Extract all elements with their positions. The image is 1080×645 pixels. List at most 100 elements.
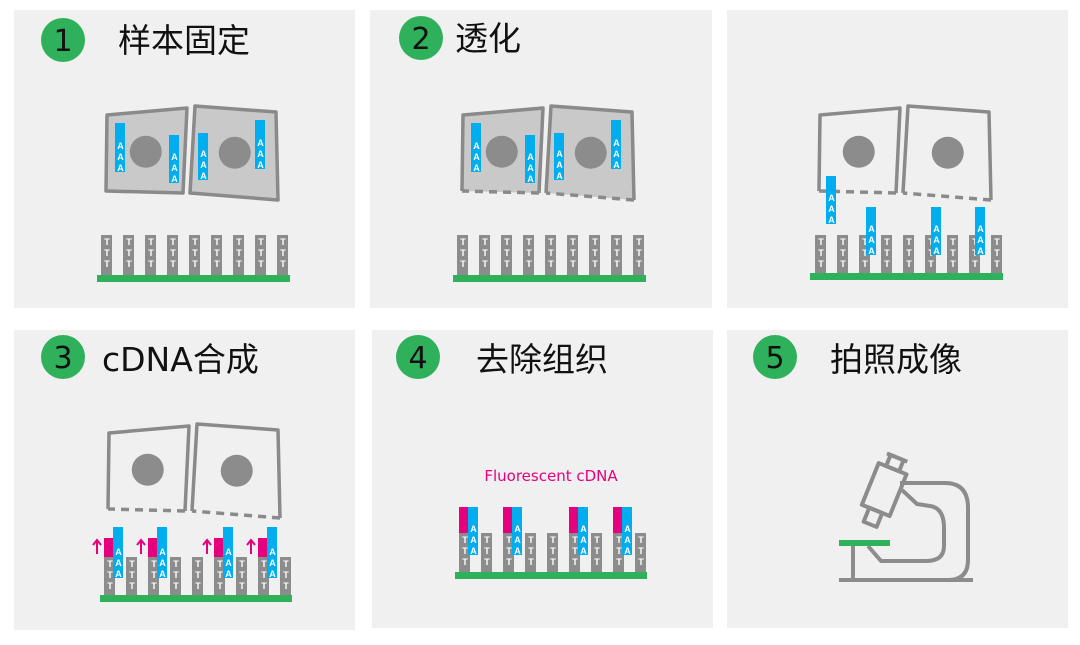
cell-nucleus [574, 136, 607, 169]
oligo-dt-label: TTT [502, 237, 512, 270]
oligo-dt-label-box: TTT [458, 237, 468, 270]
capture-probe [148, 557, 159, 595]
polya-label: AAA [255, 138, 266, 171]
oligo-dt-label: TTT [612, 237, 622, 270]
polya-label-box: AAA [623, 524, 633, 557]
step-badge [753, 335, 797, 379]
polya-label: AAA [157, 547, 168, 580]
polya-label-box: AAA [975, 224, 986, 257]
permeabilized-membrane [902, 191, 992, 202]
oligo-dt-label: TTT [524, 237, 534, 270]
capture-probe [525, 533, 536, 572]
oligo-dt-label: TTT [614, 535, 624, 568]
polya-label: AAA [578, 524, 589, 557]
capture-probe [547, 533, 558, 572]
capture-probe [192, 557, 203, 595]
capture-probe [569, 533, 580, 572]
oligo-dt-label-box: TTT [634, 237, 644, 270]
oligo-dt-label: TTT [149, 559, 159, 592]
oligo-dt-label-box: TTT [948, 237, 958, 270]
oligo-dt-label-box: TTT [460, 535, 470, 568]
capture-probe [255, 235, 266, 275]
mrna-strand [157, 527, 167, 578]
capture-probe [170, 557, 181, 595]
cell-nucleus [931, 136, 964, 169]
capture-probe [815, 235, 826, 273]
oligo-dt-label: TTT [458, 237, 468, 270]
polya-label: AAA [471, 141, 482, 174]
oligo-dt-label-box: TTT [146, 237, 156, 270]
oligo-dt-label-box: TTT [614, 535, 624, 568]
mrna-strand [826, 176, 836, 224]
capture-probe [523, 235, 534, 275]
mrna-strand [866, 207, 876, 255]
cell-nucleus [485, 135, 518, 168]
oligo-dt-label-box: TTT [526, 535, 536, 568]
step-badge [396, 335, 440, 379]
polya-label: AAA [223, 547, 234, 580]
oligo-dt-label: TTT [105, 559, 115, 592]
synthesis-arrow-icon [202, 538, 212, 554]
polya-label: AAA [931, 224, 942, 257]
polya-label-box: AAA [555, 149, 565, 182]
oligo-dt-label: TTT [504, 535, 514, 568]
capture-probe [613, 533, 624, 572]
mrna-strand [975, 207, 985, 255]
polya-label-box: AAA [114, 547, 124, 580]
oligo-dt-label: TTT [948, 237, 958, 270]
capture-slide [100, 595, 292, 602]
oligo-dt-label-box: TTT [127, 559, 137, 592]
capture-probe [903, 235, 914, 273]
mrna-strand [525, 135, 535, 183]
oligo-dt-label-box: TTT [590, 237, 600, 270]
oligo-dt-label: TTT [127, 559, 137, 592]
oligo-dt-label: TTT [281, 559, 291, 592]
mrna-strand [267, 527, 277, 578]
oligo-dt-label-box: TTT [281, 559, 291, 592]
oligo-dt-label-box: TTT [838, 237, 848, 270]
step-badge [399, 16, 443, 60]
polya-label-box: AAA [471, 141, 482, 174]
polya-label-box: AAA [468, 524, 479, 557]
mrna-strand [512, 507, 522, 555]
cdna-strand [104, 538, 113, 557]
oligo-dt-label: TTT [256, 237, 266, 270]
oligo-dt-label-box: TTT [636, 535, 646, 568]
oligo-dt-label-box: TTT [904, 237, 914, 270]
capture-slide [453, 275, 646, 282]
oligo-dt-label: TTT [237, 559, 247, 592]
polya-label-box: AAA [268, 547, 278, 580]
oligo-dt-label-box: TTT [570, 535, 580, 568]
capture-probe [211, 235, 222, 275]
polya-label-box: AAA [578, 524, 589, 557]
capture-probe [258, 557, 269, 595]
polya-label: AAA [975, 224, 986, 257]
capture-probe [545, 235, 556, 275]
step-badge [41, 18, 85, 62]
mrna-strand [169, 135, 179, 183]
oligo-dt-label-box: TTT [482, 535, 492, 568]
step-title: 去除组织 [476, 340, 608, 379]
step-number: 1 [53, 24, 72, 59]
capture-probe [481, 533, 492, 572]
polya-label-box: AAA [612, 138, 622, 171]
polya-label-box: AAA [198, 149, 209, 182]
oligo-dt-label-box: TTT [860, 237, 870, 270]
oligo-dt-label: TTT [546, 237, 556, 270]
polya-label: AAA [468, 524, 479, 557]
oligo-dt-label: TTT [146, 237, 156, 270]
cdna-strand [503, 507, 512, 533]
cdna-strand [569, 507, 578, 533]
cdna-strand [214, 538, 223, 557]
cell-nucleus [129, 135, 162, 168]
oligo-dt-label: TTT [460, 535, 470, 568]
step-title: 样本固定 [118, 21, 250, 60]
polya-label: AAA [512, 524, 523, 557]
capture-probe [126, 557, 137, 595]
capture-slide [455, 572, 647, 579]
oligo-dt-label: TTT [482, 535, 492, 568]
oligo-dt-label: TTT [171, 559, 181, 592]
oligo-dt-label-box: TTT [237, 559, 247, 592]
polya-label: AAA [198, 149, 209, 182]
cell-nucleus [842, 135, 875, 168]
